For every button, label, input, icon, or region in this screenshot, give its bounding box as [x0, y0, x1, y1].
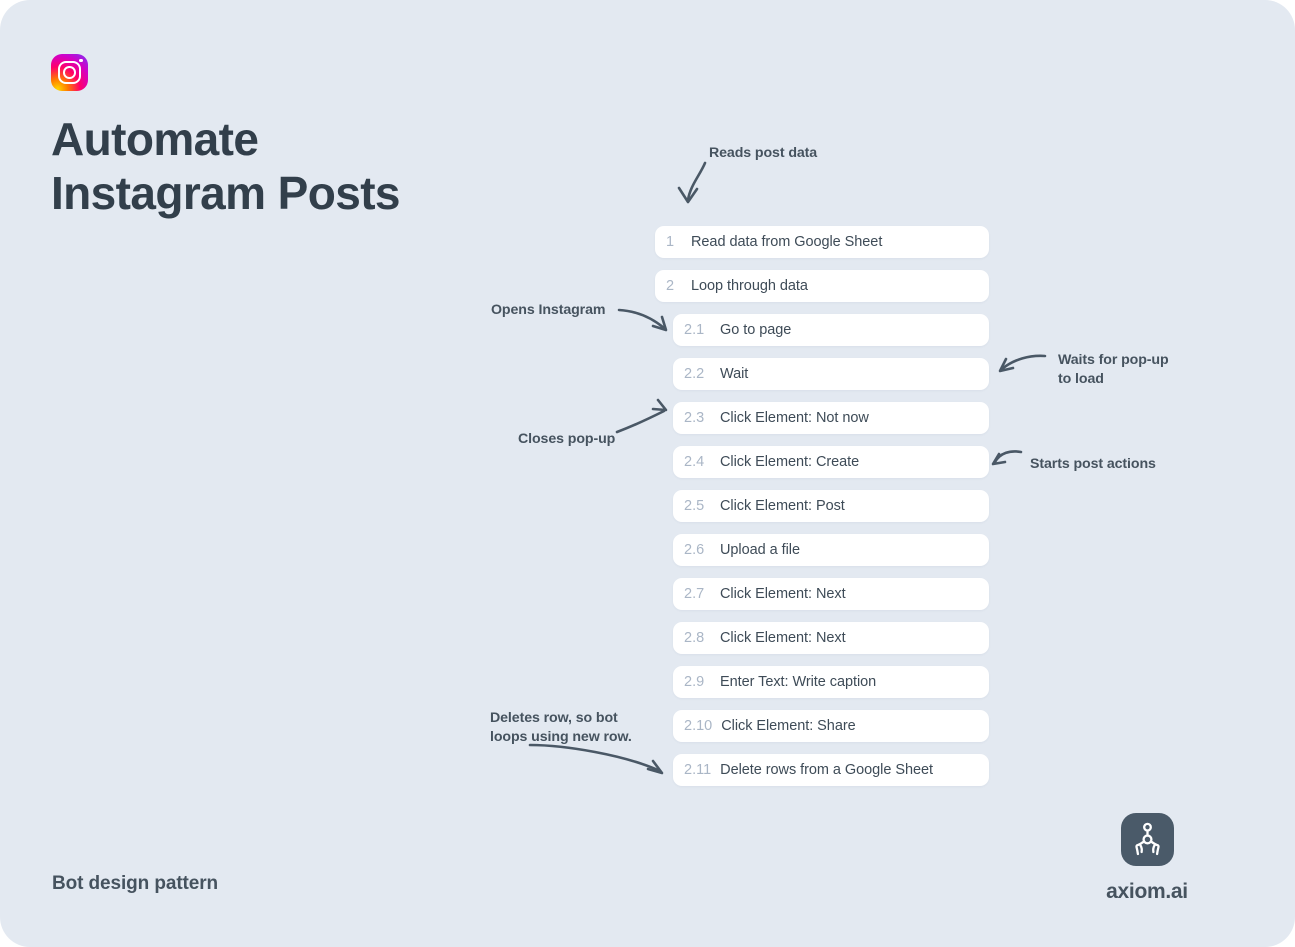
annotation-waits-for-popup: Waits for pop-up to load — [1058, 352, 1169, 387]
step-number: 2.2 — [684, 366, 705, 382]
annotation-reads-post-data: Reads post data — [709, 145, 818, 161]
step-label: Loop through data — [691, 278, 808, 294]
step-card[interactable]: 2.4 Click Element: Create — [673, 446, 989, 478]
step-card[interactable]: 2.3 Click Element: Not now — [673, 402, 989, 434]
instagram-icon-dot — [79, 59, 83, 63]
arrow-starts-post-actions — [991, 450, 1023, 466]
step-card[interactable]: 1 Read data from Google Sheet — [655, 226, 989, 258]
step-label: Read data from Google Sheet — [691, 234, 883, 250]
step-number: 2.4 — [684, 454, 705, 470]
annotation-starts-post-actions: Starts post actions — [1030, 456, 1156, 472]
step-number: 2.3 — [684, 410, 705, 426]
step-card[interactable]: 2.9 Enter Text: Write caption — [673, 666, 989, 698]
step-number: 1 — [666, 234, 675, 250]
instagram-icon-frame — [58, 61, 81, 84]
step-label: Click Element: Post — [720, 498, 845, 514]
step-number: 2.9 — [684, 674, 705, 690]
step-number: 2.8 — [684, 630, 705, 646]
axiom-robot-claw-icon — [1120, 813, 1174, 866]
step-number: 2.1 — [684, 322, 705, 338]
step-number: 2.7 — [684, 586, 705, 602]
instagram-icon-lens — [63, 66, 76, 79]
annotation-closes-popup: Closes pop-up — [518, 431, 616, 447]
step-label: Click Element: Next — [720, 630, 846, 646]
step-label: Enter Text: Write caption — [720, 674, 877, 690]
step-number: 2.5 — [684, 498, 705, 514]
bot-steps-list: 1 Read data from Google Sheet 2 Loop throug… — [655, 226, 989, 798]
step-label: Delete rows from a Google Sheet — [720, 762, 933, 778]
step-label: Wait — [720, 366, 749, 382]
step-label: Upload a file — [720, 542, 800, 558]
arrow-reads-post-data — [677, 161, 707, 204]
brand-name: axiom.ai — [1106, 880, 1188, 903]
step-label: Click Element: Create — [720, 454, 860, 470]
step-label: Go to page — [720, 322, 792, 338]
step-card[interactable]: 2.2 Wait — [673, 358, 989, 390]
instagram-icon — [51, 54, 88, 91]
page-title: Automate Instagram Posts — [51, 113, 401, 219]
step-card[interactable]: 2.8 Click Element: Next — [673, 622, 989, 654]
step-card[interactable]: 2.6 Upload a file — [673, 534, 989, 566]
step-card[interactable]: 2 Loop through data — [655, 270, 989, 302]
annotation-opens-instagram: Opens Instagram — [491, 302, 606, 318]
step-number: 2.11 — [684, 762, 712, 778]
step-number: 2.10 — [684, 718, 713, 734]
arrow-waits-for-popup — [998, 354, 1047, 373]
step-number: 2 — [666, 278, 675, 294]
step-card[interactable]: 2.10 Click Element: Share — [673, 710, 989, 742]
annotation-deletes-row: Deletes row, so bot loops using new row. — [490, 710, 632, 745]
step-card[interactable]: 2.1 Go to page — [673, 314, 989, 346]
step-card[interactable]: 2.7 Click Element: Next — [673, 578, 989, 610]
step-label: Click Element: Next — [720, 586, 846, 602]
arrow-deletes-row — [528, 743, 664, 775]
step-label: Click Element: Share — [721, 718, 856, 734]
step-number: 2.6 — [684, 542, 705, 558]
step-label: Click Element: Not now — [720, 410, 869, 426]
axiom-robot-claw-glyph — [1134, 822, 1160, 856]
step-card[interactable]: 2.5 Click Element: Post — [673, 490, 989, 522]
brand-block: axiom.ai — [1052, 813, 1242, 904]
step-card[interactable]: 2.11 Delete rows from a Google Sheet — [673, 754, 989, 786]
footer-caption: Bot design pattern — [52, 873, 219, 894]
